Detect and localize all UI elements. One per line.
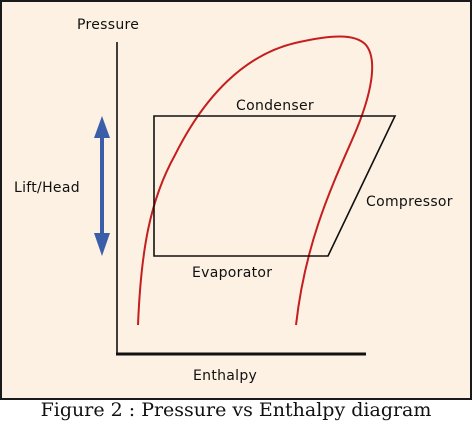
x-axis-label: Enthalpy: [193, 368, 257, 384]
condenser-label: Condenser: [236, 98, 314, 114]
ph-diagram: Pressure Enthalpy Lift/Head Condenser Ev…: [14, 17, 453, 384]
saturation-curve: [137, 35, 374, 326]
figure-caption: Figure 2 : Pressure vs Enthalpy diagram: [40, 399, 432, 421]
figure-panel: [0, 0, 472, 400]
refrigeration-cycle: [153, 115, 397, 257]
lift-arrow-icon: [94, 116, 110, 256]
evaporator-label: Evaporator: [192, 265, 272, 281]
y-axis-label: Pressure: [77, 17, 139, 33]
compressor-label: Compressor: [366, 194, 453, 210]
lift-label: Lift/Head: [14, 180, 80, 196]
